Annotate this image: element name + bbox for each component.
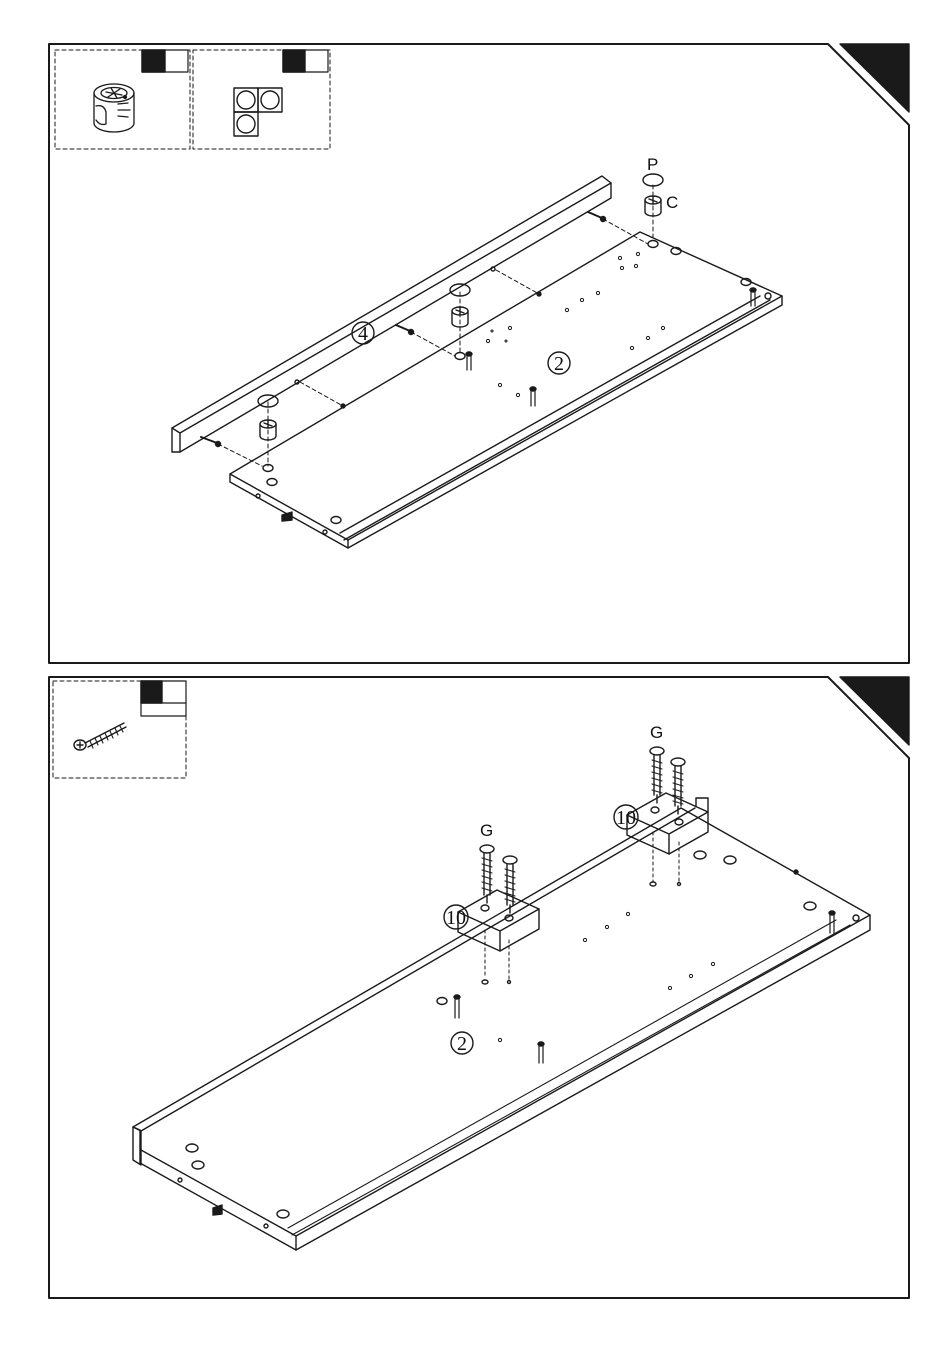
assembly-guide-lines	[218, 185, 653, 466]
callout-part-4: 4	[352, 322, 374, 345]
step-1-frame	[49, 44, 909, 663]
bottom-board-2	[230, 232, 782, 548]
svg-text:2: 2	[457, 1033, 467, 1055]
hardware-box-screw	[53, 681, 186, 778]
hardware-box-cam-lock	[55, 50, 190, 149]
callout-part-2: 2	[548, 352, 570, 375]
bottom-board-2-step2	[133, 808, 870, 1250]
svg-text:4: 4	[358, 323, 368, 345]
svg-text:10: 10	[616, 807, 636, 829]
step-2-corner-tab	[840, 677, 909, 745]
step-2-frame	[49, 677, 909, 1298]
screw-G-right-2	[671, 758, 685, 814]
hardware-box-rotation	[193, 50, 330, 149]
hole-pattern-step2	[498, 912, 714, 1041]
step-1-corner-tab	[840, 44, 909, 112]
cam-lock-icon	[94, 84, 134, 132]
side-panel-4	[172, 176, 611, 452]
step-2-panel: G G 10 10 2	[49, 677, 909, 1298]
label-P: P	[647, 155, 658, 174]
callout-part-10-right: 10	[614, 805, 638, 829]
callout-part-2-step2: 2	[451, 1032, 473, 1055]
label-G-left: G	[480, 821, 493, 840]
label-C: C	[666, 193, 678, 212]
screw-guide-lines	[485, 832, 679, 980]
callout-part-10-left: 10	[444, 905, 468, 929]
label-G-right: G	[650, 723, 663, 742]
screw-G-left-1	[480, 845, 494, 903]
svg-text:2: 2	[554, 353, 564, 375]
screw-icon	[74, 723, 126, 750]
cam-bolts	[201, 212, 606, 447]
step-1-panel: P C 4 2	[49, 44, 909, 663]
svg-text:10: 10	[446, 907, 466, 929]
rotate-three-circles-icon	[234, 88, 282, 136]
cover-cap-P-1	[643, 174, 663, 186]
block-10-left	[458, 890, 539, 951]
